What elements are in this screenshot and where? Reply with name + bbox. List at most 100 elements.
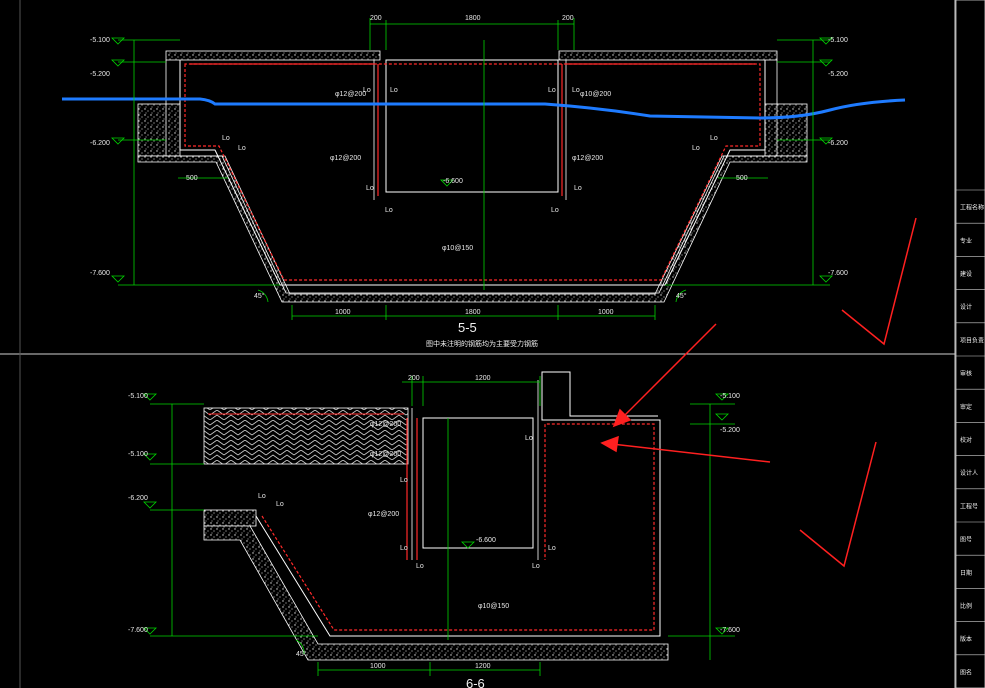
inner-elev: -6.600 bbox=[443, 178, 463, 185]
dim6-top-left: 200 bbox=[408, 375, 420, 382]
rebar-label-5: φ10@150 bbox=[442, 245, 473, 252]
soil-left bbox=[137, 103, 181, 157]
rebar6-label-1: φ12@200 bbox=[370, 421, 401, 428]
rebar6-label-3: φ12@200 bbox=[368, 511, 399, 518]
title-block-row: 校对 bbox=[960, 436, 972, 444]
rebar-label-1: φ12@200 bbox=[335, 91, 366, 98]
elev-right-4: -7.600 bbox=[828, 270, 848, 277]
section-6-dimensions bbox=[150, 376, 735, 676]
soil-right bbox=[764, 103, 808, 157]
dim6-bottom-left: 1000 bbox=[370, 663, 386, 670]
pit-outline-outer bbox=[165, 60, 778, 294]
elev6-left-1: -5.100 bbox=[128, 393, 148, 400]
lap6-f: Lo bbox=[548, 545, 556, 552]
offset-dim-right: 500 bbox=[736, 175, 748, 182]
inner-well bbox=[385, 59, 559, 193]
section-subtitle-5: 图中未注明的钢筋均为主要受力钢筋 bbox=[426, 339, 538, 348]
title-block-row: 审定 bbox=[960, 403, 972, 411]
elevation-markers-5 bbox=[111, 37, 833, 283]
title-block-row: 工程名称 bbox=[960, 204, 984, 212]
annotation-arrows bbox=[600, 217, 917, 568]
elev6-left-3: -6.200 bbox=[128, 495, 148, 502]
rebar-label-3: φ12@200 bbox=[572, 155, 603, 162]
dim6-bottom-mid: 1200 bbox=[475, 663, 491, 670]
lap6-c: Lo bbox=[400, 477, 408, 484]
elevation-markers-6 bbox=[143, 393, 729, 635]
angle-label-5a: 45° bbox=[254, 292, 265, 300]
title-block-row: 工程号 bbox=[960, 502, 978, 510]
dim-bottom-right: 1000 bbox=[598, 309, 614, 316]
lap-label-5b: Lo bbox=[390, 87, 398, 94]
slab-6 bbox=[203, 509, 257, 527]
rebar6-label-4: φ10@150 bbox=[478, 603, 509, 610]
rebar6-label-2: φ12@200 bbox=[370, 451, 401, 458]
title-block-row: 图名 bbox=[960, 668, 972, 676]
lap6-a: Lo bbox=[258, 493, 266, 500]
offset-dim-left: 500 bbox=[186, 175, 198, 182]
section-5-dimensions bbox=[118, 18, 830, 320]
lap6-d: Lo bbox=[525, 435, 533, 442]
elev-left-2: -5.200 bbox=[90, 71, 110, 78]
lap-label-5i: Lo bbox=[366, 185, 374, 192]
dim-bottom-left: 1000 bbox=[335, 309, 351, 316]
rebar-main-5 bbox=[184, 63, 761, 281]
lap6-b: Lo bbox=[276, 501, 284, 508]
title-block-row: 审核 bbox=[960, 370, 972, 378]
title-block-row: 建设 bbox=[960, 270, 972, 278]
lap6-g: Lo bbox=[416, 563, 424, 570]
lap6-e: Lo bbox=[400, 545, 408, 552]
lap-label-5e: Lo bbox=[222, 135, 230, 142]
elev-left-3: -6.200 bbox=[90, 140, 110, 147]
base-layer-6 bbox=[203, 525, 669, 661]
elev6-right-2: -5.200 bbox=[720, 427, 740, 434]
top-slab-right bbox=[558, 50, 778, 61]
angle6: 45° bbox=[296, 650, 307, 658]
base-layer bbox=[137, 155, 808, 303]
herring-block bbox=[203, 407, 409, 465]
elev6-left-2: -5.100 bbox=[128, 451, 148, 458]
elev-right-3: -6.200 bbox=[828, 140, 848, 147]
title-block-row: 版本 bbox=[960, 635, 972, 643]
elev6-right-1: -5.100 bbox=[720, 393, 740, 400]
elev-left-4: -7.600 bbox=[90, 270, 110, 277]
section-5-structure bbox=[137, 50, 808, 303]
elev-left-1: -5.100 bbox=[90, 37, 110, 44]
title-block-row: 设计 bbox=[960, 303, 972, 311]
water-level-line bbox=[62, 97, 906, 120]
elev-right-2: -5.200 bbox=[828, 71, 848, 78]
pit-outline-6 bbox=[255, 371, 661, 637]
inner-well-6 bbox=[422, 417, 534, 549]
title-block-row: 专业 bbox=[960, 237, 972, 245]
lap-label-5k: Lo bbox=[385, 207, 393, 214]
lap-label-5f: Lo bbox=[238, 145, 246, 152]
rebar-label-4: φ10@200 bbox=[580, 91, 611, 98]
top-slab-left bbox=[165, 50, 381, 61]
title-block-row: 设计人 bbox=[960, 469, 978, 477]
section-6-texts: 200 1200 1000 1200 -5.100 -5.100 -6.200 … bbox=[128, 375, 740, 688]
lap-label-5j: Lo bbox=[574, 185, 582, 192]
title-block-row: 项目负责 bbox=[960, 336, 984, 344]
rebar-main-6 bbox=[261, 423, 655, 631]
elev-right-1: -5.100 bbox=[828, 37, 848, 44]
elev6-left-4: -7.600 bbox=[128, 627, 148, 634]
section-title-5: 5-5 bbox=[458, 320, 477, 335]
inner-elev-6: -6.600 bbox=[476, 537, 496, 544]
angle-label-5b: 45° bbox=[676, 292, 687, 300]
drawing-frame bbox=[0, 0, 956, 688]
dim-bottom-mid: 1800 bbox=[465, 309, 481, 316]
elev6-right-3: -7.600 bbox=[720, 627, 740, 634]
rebar-label-2: φ12@200 bbox=[330, 155, 361, 162]
lap6-h: Lo bbox=[532, 563, 540, 570]
title-block-row: 日期 bbox=[960, 569, 972, 577]
title-block-row: 比例 bbox=[960, 602, 972, 610]
lap-label-5d: Lo bbox=[572, 87, 580, 94]
lap-label-5g: Lo bbox=[710, 135, 718, 142]
lap-label-5l: Lo bbox=[551, 207, 559, 214]
dim-top-left: 200 bbox=[370, 15, 382, 22]
section-5-texts: 200 1800 200 1000 1800 1000 -5.100 -5.20… bbox=[90, 15, 848, 348]
section-title-6: 6-6 bbox=[466, 676, 485, 688]
section-6-structure bbox=[203, 371, 669, 661]
lap-label-5a: Lo bbox=[363, 87, 371, 94]
